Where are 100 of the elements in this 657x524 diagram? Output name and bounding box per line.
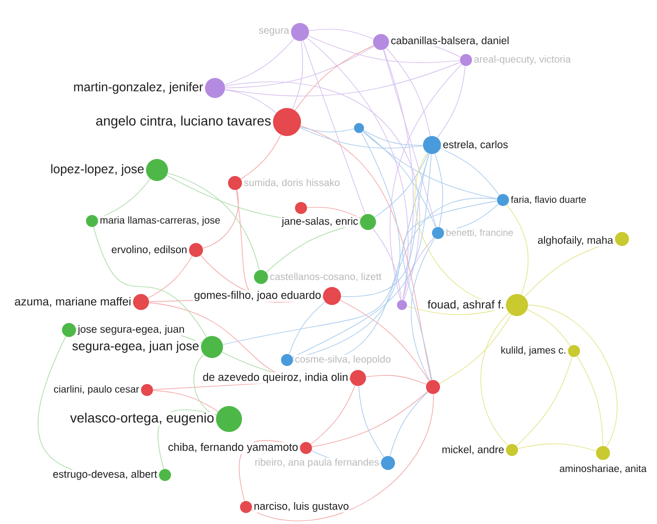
author-label: segura-egea, juan jose: [71, 340, 200, 354]
network-link: [222, 153, 430, 345]
network-link: [576, 356, 604, 446]
author-label: azuma, mariane maffei: [14, 296, 132, 308]
network-link: [372, 228, 402, 300]
author-label: faria, flavio duarte: [510, 195, 587, 205]
network-node: [273, 108, 301, 136]
network-node: [228, 176, 242, 190]
network-link: [363, 130, 424, 146]
network-link: [306, 38, 408, 300]
network-link: [390, 392, 428, 456]
network-node: [189, 243, 203, 257]
network-link: [437, 66, 466, 138]
author-label: benetti, francine: [445, 228, 514, 238]
network-node: [86, 215, 98, 227]
network-node: [291, 23, 309, 41]
network-link: [93, 226, 207, 338]
network-link: [358, 386, 384, 458]
network-node: [568, 345, 580, 357]
network-node: [460, 54, 472, 66]
network-link: [224, 89, 277, 114]
network-link: [224, 38, 294, 86]
network-link: [406, 306, 507, 315]
network-link: [340, 300, 430, 382]
network-node: [240, 501, 252, 513]
network-node: [205, 78, 225, 98]
network-link: [294, 45, 374, 111]
author-label: fouad, ashraf f.: [426, 300, 505, 310]
network-link: [386, 48, 431, 136]
network-node: [506, 444, 518, 456]
network-link: [402, 200, 498, 380]
network-link: [300, 126, 432, 380]
author-label: lopez-lopez, jose: [50, 164, 145, 176]
network-link: [310, 385, 356, 444]
author-label: sumida, doris hissako: [243, 178, 341, 188]
network-node: [146, 159, 168, 181]
network-node: [381, 456, 395, 470]
network-link: [308, 35, 460, 64]
author-label: chiba, fernando yamamoto: [167, 442, 299, 454]
author-label: areal-quecuty, victoria: [473, 54, 572, 66]
author-label: narciso, luis gustavo: [253, 502, 350, 512]
network-link: [438, 314, 512, 384]
network-link: [374, 153, 428, 218]
network-link: [516, 356, 573, 446]
network-node: [432, 227, 444, 239]
network-link: [362, 130, 436, 228]
network-link: [202, 190, 239, 248]
network-node: [350, 370, 366, 386]
network-link: [340, 153, 430, 297]
author-label: ribeiro, ana paula fernandes: [254, 458, 380, 468]
network-node: [300, 442, 312, 454]
network-link: [251, 394, 434, 522]
network-node: [426, 380, 440, 394]
network-node: [354, 123, 364, 133]
network-link: [97, 178, 151, 219]
network-link: [224, 46, 374, 88]
network-link: [148, 256, 193, 298]
network-link: [440, 148, 500, 196]
network-node: [360, 214, 376, 230]
author-label: velasco-ortega, eugenio: [70, 412, 215, 426]
author-label: estrugo-devesa, albert: [52, 470, 158, 480]
author-label: de azevedo queiroz, india olin: [202, 372, 349, 384]
author-label: gomes-filho, joao eduardo: [193, 290, 322, 302]
author-label: cabanillas-balsera, daniel: [390, 36, 510, 46]
network-link: [506, 204, 528, 295]
network-node: [323, 287, 341, 305]
network-link: [194, 354, 217, 416]
network-node: [506, 294, 528, 316]
network-link: [390, 64, 462, 300]
network-link: [288, 302, 326, 355]
network-link: [312, 391, 428, 448]
author-label: aminoshariae, anita: [558, 464, 648, 474]
network-node: [141, 384, 153, 396]
network-link: [528, 304, 618, 448]
network-link: [526, 309, 571, 346]
author-label: ervolino, edilson: [110, 244, 188, 256]
network-link: [434, 153, 444, 228]
network-link: [240, 134, 282, 180]
network-link: [292, 40, 304, 110]
network-link: [292, 154, 432, 358]
network-node: [615, 232, 629, 246]
author-label: jose segura-egea, juan: [77, 324, 186, 336]
network-node: [497, 194, 509, 206]
author-label: jane-salas, enric: [281, 216, 359, 228]
author-label: segura: [258, 28, 290, 36]
network-link: [292, 132, 400, 359]
author-label: alghofaily, maha: [536, 236, 614, 246]
author-label: martin-gonzalez, jenifer: [72, 82, 204, 94]
network-link: [152, 390, 218, 412]
network-node: [159, 469, 171, 481]
network-link: [306, 206, 362, 219]
network-link: [300, 126, 354, 132]
network-node: [254, 270, 268, 284]
network-link: [302, 40, 366, 215]
network-link: [167, 172, 260, 270]
network-node: [373, 34, 389, 50]
author-label: ciarlini, paulo cesar: [53, 384, 140, 396]
network-link: [518, 443, 596, 452]
network-node: [295, 202, 307, 214]
author-label: estrela, carlos: [442, 140, 509, 150]
